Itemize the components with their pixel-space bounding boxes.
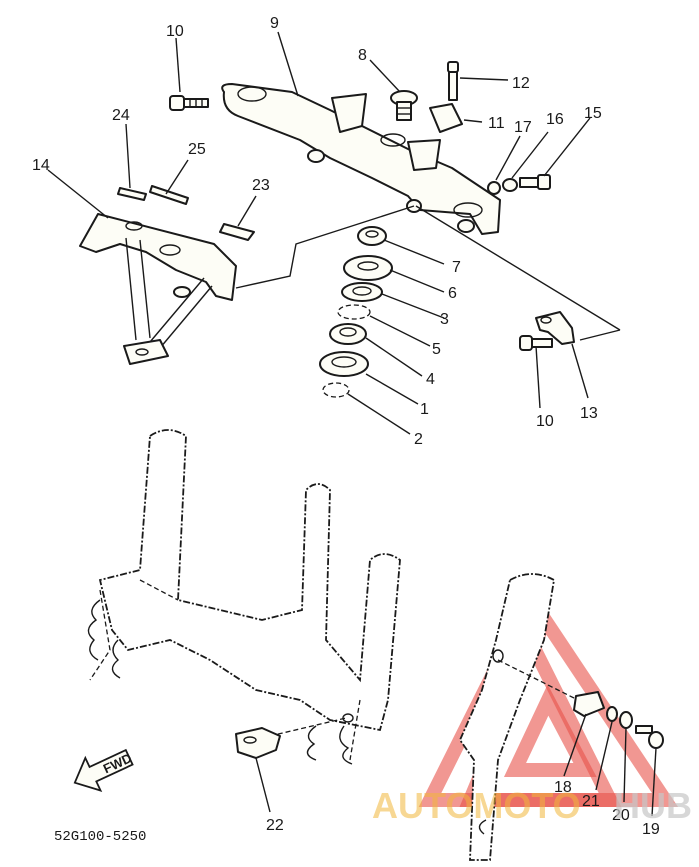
callout-labels: 10 9 8 12 11 17 16 15 24 25 23 14 7 6 3 … xyxy=(32,15,660,838)
washer-16 xyxy=(502,178,518,192)
callout-10-top: 10 xyxy=(166,23,184,40)
callout-13: 13 xyxy=(580,405,598,422)
callout-21: 21 xyxy=(582,793,600,810)
fwd-arrow: FWD xyxy=(73,748,134,792)
watermark-logo xyxy=(418,604,679,807)
plate-24 xyxy=(117,187,147,201)
callout-2: 2 xyxy=(414,431,423,448)
callout-23: 23 xyxy=(252,177,270,194)
callout-19: 19 xyxy=(642,821,660,838)
bolt-15 xyxy=(519,174,551,190)
callout-18: 18 xyxy=(554,779,572,796)
callout-16: 16 xyxy=(546,111,564,128)
washer-21 xyxy=(606,706,618,722)
frame xyxy=(87,429,401,765)
screw-19 xyxy=(635,725,664,749)
callout-10-right: 10 xyxy=(536,413,554,430)
callout-17: 17 xyxy=(514,119,532,136)
clamp-13 xyxy=(535,311,575,345)
race-3 xyxy=(341,282,383,302)
bolt-10-top xyxy=(169,95,209,111)
callout-20: 20 xyxy=(612,807,630,824)
clamp-11 xyxy=(429,103,463,133)
race-4 xyxy=(329,323,367,345)
callout-3: 3 xyxy=(440,311,449,328)
callout-7: 7 xyxy=(452,259,461,276)
ring-nut-7 xyxy=(357,226,387,246)
drawing-code: 52G100-5250 xyxy=(54,829,146,845)
callout-12: 12 xyxy=(512,75,530,92)
plate-23 xyxy=(219,223,255,241)
callout-14: 14 xyxy=(32,157,50,174)
leader-lines-lower xyxy=(255,713,657,817)
callout-1: 1 xyxy=(420,401,429,418)
holder-18 xyxy=(573,691,605,717)
watermark-word-2: HUB xyxy=(614,785,692,826)
watermark-text: AUTOMOTO HUB xyxy=(372,785,692,826)
bolt-12 xyxy=(447,61,459,101)
callout-11: 11 xyxy=(488,115,505,132)
leader-lines-upper xyxy=(47,31,621,435)
balls-5 xyxy=(337,304,371,320)
balls-2 xyxy=(322,382,350,398)
callout-8: 8 xyxy=(358,47,367,64)
washer-17 xyxy=(487,181,501,195)
clamp-22 xyxy=(235,727,281,759)
callout-4: 4 xyxy=(426,371,435,388)
callout-5: 5 xyxy=(432,341,441,358)
callout-15: 15 xyxy=(584,105,602,122)
bracket-14 xyxy=(79,213,237,365)
strip-25 xyxy=(149,185,189,205)
under-bracket-9 xyxy=(221,83,501,235)
cover-6 xyxy=(343,255,393,281)
bolt-8 xyxy=(390,90,418,121)
callout-22: 22 xyxy=(266,817,284,834)
bolt-10-right xyxy=(519,335,553,351)
washer-20 xyxy=(619,711,633,729)
fork-tube xyxy=(458,573,587,861)
callout-6: 6 xyxy=(448,285,457,302)
race-1 xyxy=(319,351,369,377)
callout-24: 24 xyxy=(112,107,130,124)
callout-25: 25 xyxy=(188,141,206,158)
watermark-word-1: AUTOMOTO xyxy=(372,785,581,826)
callout-9: 9 xyxy=(270,15,279,32)
